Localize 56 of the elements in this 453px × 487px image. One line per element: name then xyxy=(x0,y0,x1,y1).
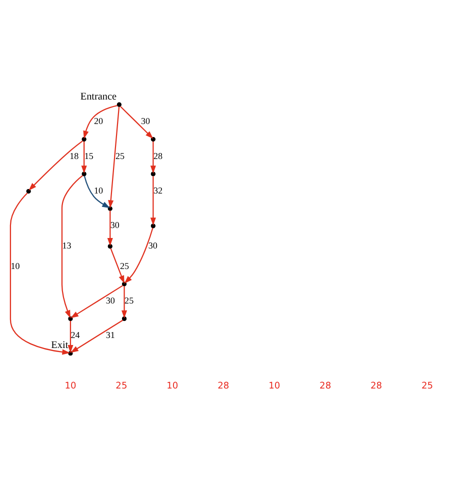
arrow xyxy=(108,106,120,208)
edge-label: 15 xyxy=(84,150,94,160)
label: 10 xyxy=(166,381,178,392)
node-circle xyxy=(108,206,112,210)
arrow xyxy=(70,319,124,352)
edge-label: 30 xyxy=(110,220,120,230)
edge-label: 31 xyxy=(106,330,115,340)
edge-label: 13 xyxy=(62,240,72,250)
edge-label: 24 xyxy=(70,330,80,340)
node-circle xyxy=(108,244,112,248)
edge-label: 25 xyxy=(116,150,125,160)
edge-label: 10 xyxy=(10,260,20,270)
arrow xyxy=(70,284,124,318)
edge-label: 20 xyxy=(94,116,104,126)
edge-label: 30 xyxy=(140,116,150,126)
node-circle xyxy=(26,188,31,194)
node-circle xyxy=(82,136,86,142)
arrow xyxy=(84,175,110,208)
edge-label: 10 xyxy=(94,184,104,195)
label: 28 xyxy=(370,381,382,392)
edge-label: 25 xyxy=(120,260,130,270)
label: 25 xyxy=(422,381,434,392)
label: 28 xyxy=(320,381,332,392)
node-circle xyxy=(68,316,73,321)
node-circle xyxy=(150,171,156,176)
edge-label: 32 xyxy=(153,184,162,195)
node-circle xyxy=(150,136,156,142)
arrow xyxy=(150,140,156,174)
arrow xyxy=(120,106,154,138)
arrow xyxy=(10,192,70,354)
label: 28 xyxy=(218,381,230,392)
node-label: Entrance xyxy=(80,90,117,102)
edge-label: 28 xyxy=(153,150,162,160)
arrow xyxy=(122,286,128,318)
label: 10 xyxy=(268,381,280,392)
label: 25 xyxy=(116,381,128,392)
arrow xyxy=(28,140,83,190)
edge-label: 30 xyxy=(106,295,115,306)
node-circle xyxy=(82,171,86,176)
node-circle xyxy=(68,350,73,356)
node-circle xyxy=(150,223,156,228)
label: 10 xyxy=(64,381,76,392)
arrow xyxy=(107,210,113,246)
edge-label: 18 xyxy=(70,150,79,160)
edge-label: 30 xyxy=(148,240,158,250)
node-circle xyxy=(116,102,122,106)
node-circle xyxy=(122,281,127,286)
arrow xyxy=(83,104,118,138)
arrow xyxy=(81,140,87,174)
node-label: Exit xyxy=(51,340,68,351)
arrow xyxy=(61,174,83,318)
arrow xyxy=(124,227,154,284)
arrow xyxy=(68,320,74,352)
arrow xyxy=(150,176,156,226)
node-circle xyxy=(122,316,127,321)
arrow xyxy=(110,248,124,284)
